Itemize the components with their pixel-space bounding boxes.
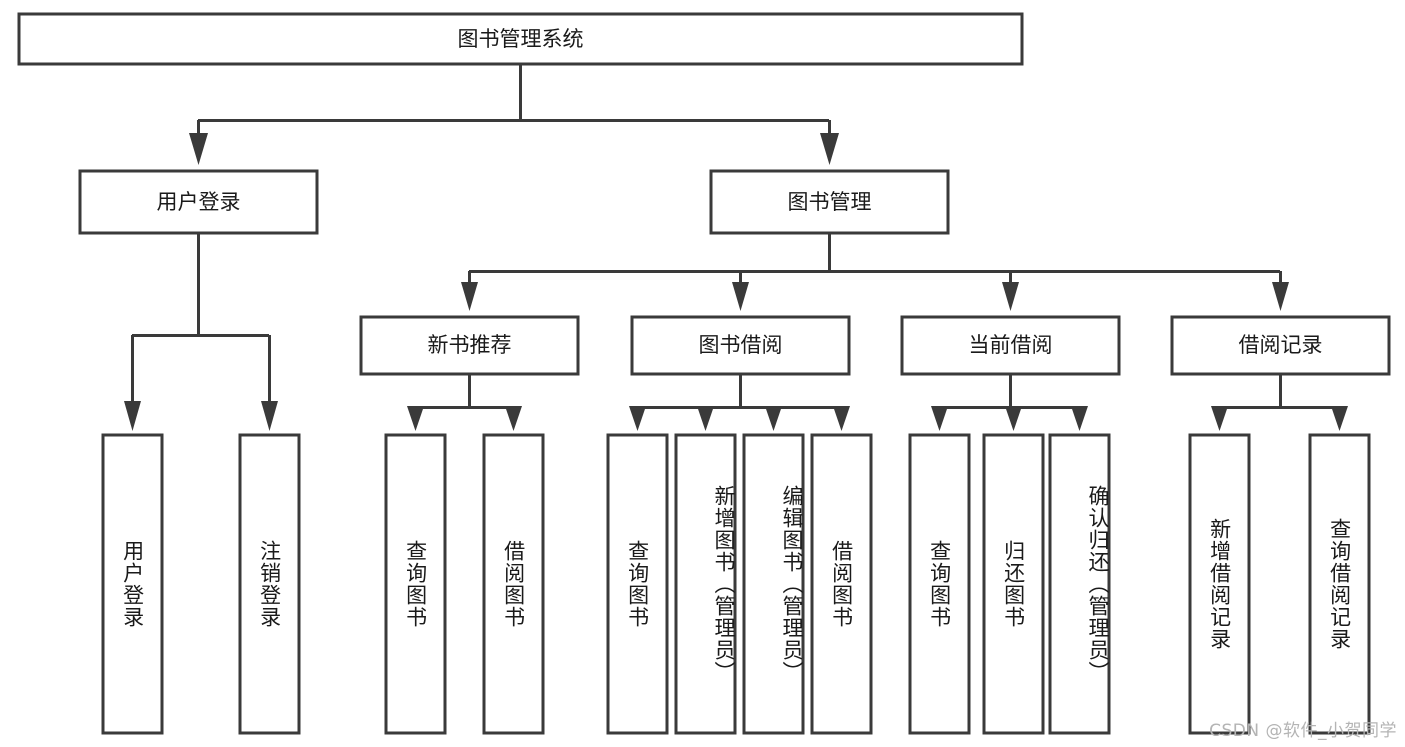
arrow-head-icon <box>820 133 839 165</box>
node-root-box[interactable] <box>17 12 1024 66</box>
connector-userlogin-to-leaves <box>124 233 278 431</box>
leaf-box-return-book[interactable] <box>982 433 1045 735</box>
arrow-head-icon <box>833 406 850 431</box>
watermark-text: CSDN @软件_小贺同学 <box>1209 721 1397 741</box>
node-current-borrow-label: 当前借阅 <box>969 333 1053 357</box>
arrow-head-icon <box>1002 282 1019 311</box>
leaf-box-query-book-3[interactable] <box>908 433 971 735</box>
node-book-borrow-box[interactable] <box>630 315 851 376</box>
node-new-book-recommend[interactable]: 新书推荐 <box>359 315 580 376</box>
node-borrow-record-label: 借阅记录 <box>1239 333 1323 357</box>
leaf-box-confirm-return-admin[interactable] <box>1048 433 1111 735</box>
leaf-box-add-book-admin[interactable] <box>674 433 737 735</box>
arrow-head-icon <box>189 133 208 165</box>
connector-borrow-to-leaves <box>629 374 850 431</box>
arrow-head-icon <box>124 401 141 431</box>
node-layer: 图书管理系统 用户登录 图书管理 新书推荐 图书借阅 当前 <box>17 12 1391 735</box>
leaf-box-user-login[interactable] <box>101 433 164 735</box>
arrow-head-icon <box>1272 282 1289 311</box>
leaf-box-edit-book-admin[interactable] <box>742 433 805 735</box>
leaf-box-borrow-book-1[interactable] <box>482 433 545 735</box>
arrow-head-icon <box>931 406 948 431</box>
node-book-borrow-label: 图书借阅 <box>699 333 783 357</box>
connector-layer <box>124 64 1348 431</box>
connector-newbook-to-leaves <box>407 374 522 431</box>
node-book-borrow[interactable]: 图书借阅 <box>630 315 851 376</box>
node-root-label: 图书管理系统 <box>458 27 584 51</box>
leaf-box-borrow-book-2[interactable] <box>810 433 873 735</box>
arrow-head-icon <box>505 406 522 431</box>
leaf-box-query-book-2[interactable] <box>606 433 669 735</box>
leaf-box-query-borrow-record[interactable] <box>1308 433 1371 735</box>
node-new-book-recommend-label: 新书推荐 <box>428 333 512 357</box>
leaf-box-query-book-1[interactable] <box>384 433 447 735</box>
node-current-borrow-box[interactable] <box>900 315 1121 376</box>
arrow-head-icon <box>732 282 749 311</box>
arrow-head-icon <box>461 282 478 311</box>
node-current-borrow[interactable]: 当前借阅 <box>900 315 1121 376</box>
node-book-management-box[interactable] <box>709 169 950 235</box>
arrow-head-icon <box>1071 406 1088 431</box>
node-user-login-label: 用户登录 <box>157 190 241 214</box>
leaf-box-logout[interactable] <box>238 433 301 735</box>
node-user-login[interactable]: 用户登录 <box>78 169 319 235</box>
node-new-book-recommend-box[interactable] <box>359 315 580 376</box>
arrow-head-icon <box>1331 406 1348 431</box>
node-user-login-box[interactable] <box>78 169 319 235</box>
node-borrow-record-box[interactable] <box>1170 315 1391 376</box>
connector-bookmgmt-to-level3 <box>461 233 1289 311</box>
arrow-head-icon <box>1005 406 1022 431</box>
connector-current-to-leaves <box>931 374 1088 431</box>
arrow-head-icon <box>261 401 278 431</box>
node-borrow-record[interactable]: 借阅记录 <box>1170 315 1391 376</box>
arrow-head-icon <box>407 406 424 431</box>
leaf-box-add-borrow-record[interactable] <box>1188 433 1251 735</box>
arrow-head-icon <box>697 406 714 431</box>
arrow-head-icon <box>629 406 646 431</box>
arrow-head-icon <box>765 406 782 431</box>
arrow-head-icon <box>1211 406 1228 431</box>
node-book-management[interactable]: 图书管理 <box>709 169 950 235</box>
node-root[interactable]: 图书管理系统 <box>17 12 1024 66</box>
node-book-management-label: 图书管理 <box>788 190 872 214</box>
connector-root-to-level2 <box>189 64 839 165</box>
connector-record-to-leaves <box>1211 374 1348 431</box>
